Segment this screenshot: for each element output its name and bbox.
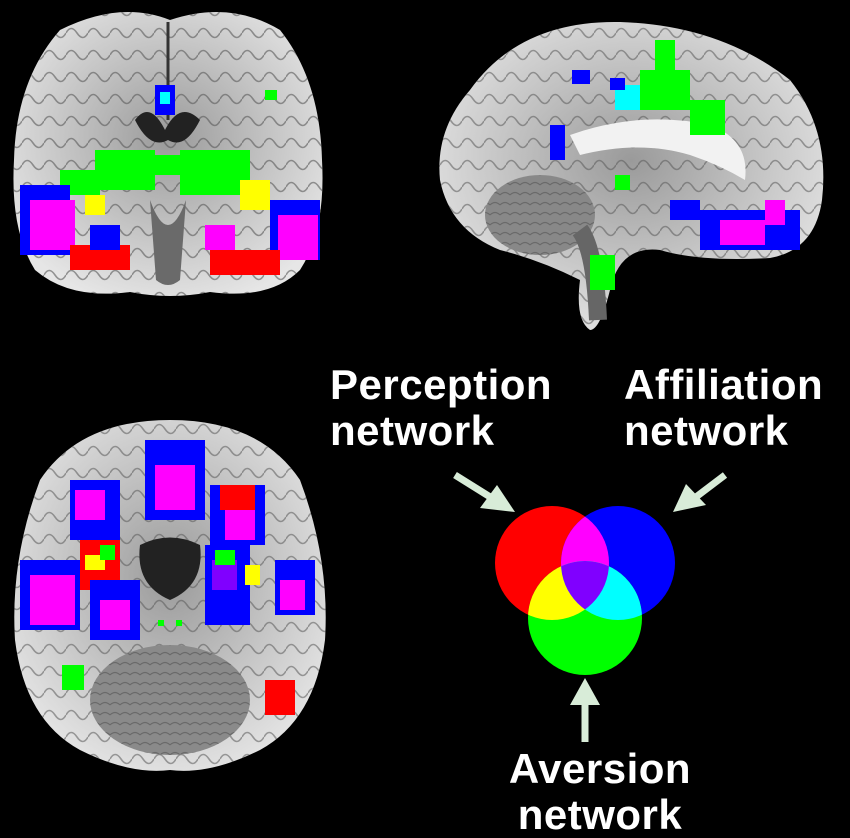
aversion-label-line2: network <box>517 791 683 838</box>
arrows <box>453 472 728 742</box>
perception-label-line1: Perception <box>330 361 553 408</box>
perception-label-line2: network <box>330 407 495 454</box>
affiliation-label-line2: network <box>624 407 789 454</box>
perception-arrow <box>453 472 515 512</box>
coronal-brain-slice <box>13 12 323 296</box>
affiliation-arrow <box>673 472 728 512</box>
sagittal-brain-slice <box>439 21 824 330</box>
aversion-arrow <box>570 678 600 742</box>
perception-network-label: Perception network <box>330 362 552 454</box>
sagittal-activations <box>550 40 800 290</box>
coronal-activations <box>20 85 320 275</box>
aversion-network-label: Aversion network <box>500 746 700 838</box>
axial-activations <box>20 440 315 715</box>
axial-brain-slice <box>14 420 326 771</box>
affiliation-label-line1: Affiliation <box>624 361 824 408</box>
affiliation-network-label: Affiliation network <box>624 362 823 454</box>
aversion-label-line1: Aversion <box>508 745 692 792</box>
venn-diagram <box>495 506 675 675</box>
